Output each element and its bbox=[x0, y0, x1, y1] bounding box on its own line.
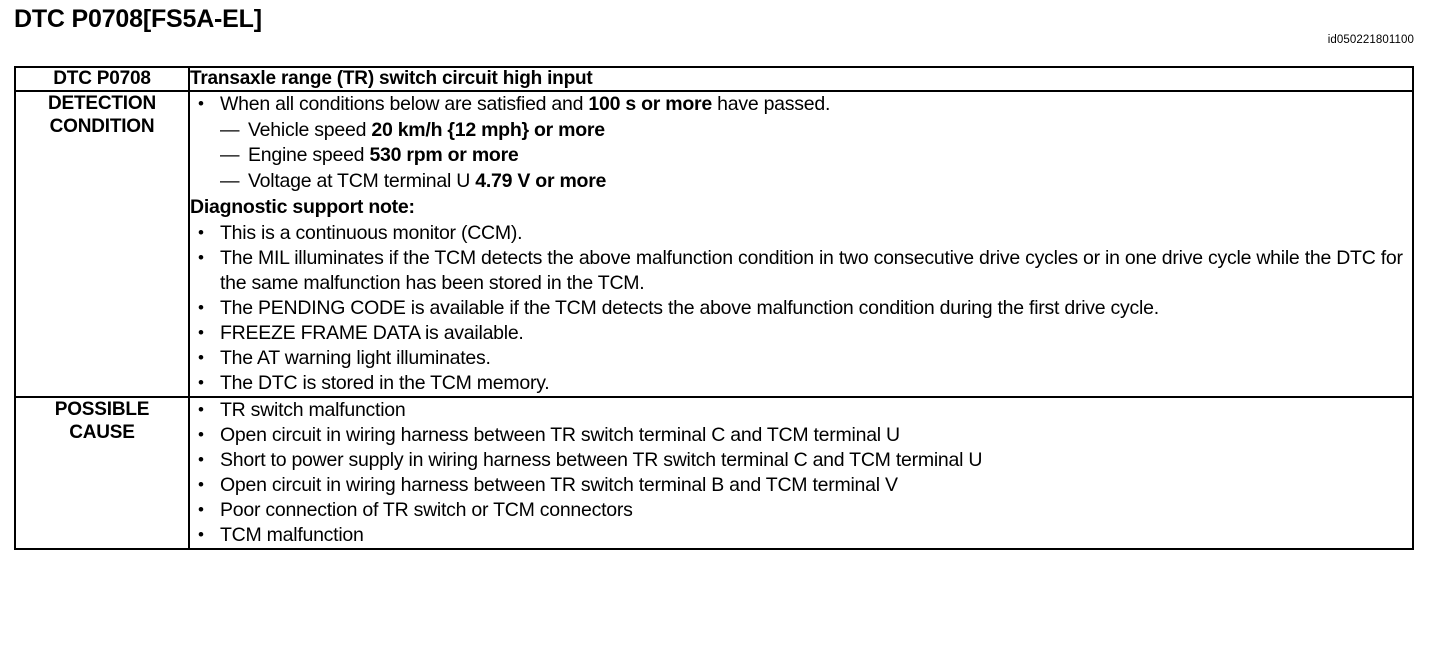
subcondition-value-0: 20 km/h {12 mph} or more bbox=[371, 118, 605, 141]
possible-cause-list: TR switch malfunction Open circuit in wi… bbox=[190, 397, 1412, 548]
detection-subconditions-wrap: Vehicle speed 20 km/h {12 mph} or more E… bbox=[190, 118, 1412, 195]
cause-bullet-short-to-power-c-u: Short to power supply in wiring harness … bbox=[190, 447, 1412, 473]
detection-condition-label-line2: CONDITION bbox=[49, 116, 155, 137]
subcondition-label-1: Engine speed bbox=[248, 144, 370, 166]
note-bullet-dtc-stored: The DTC is stored in the TCM memory. bbox=[190, 370, 1412, 396]
possible-cause-label: POSSIBLE CAUSE bbox=[14, 396, 190, 550]
subcondition-engine-speed: Engine speed 530 rpm or more bbox=[212, 143, 1412, 169]
possible-cause-row: POSSIBLE CAUSE TR switch malfunction Ope… bbox=[14, 396, 1414, 550]
detection-condition-content: When all conditions below are satisfied … bbox=[188, 90, 1414, 398]
intro-text-after: have passed. bbox=[711, 93, 831, 115]
subcondition-tcm-voltage: Voltage at TCM terminal U 4.79 V or more bbox=[212, 169, 1412, 195]
possible-cause-content: TR switch malfunction Open circuit in wi… bbox=[188, 396, 1414, 550]
cause-bullet-open-circuit-c-u: Open circuit in wiring harness between T… bbox=[190, 422, 1412, 448]
page-title: DTC P0708[FS5A-EL] bbox=[14, 5, 262, 33]
possible-cause-label-line2: CAUSE bbox=[69, 422, 135, 443]
document-id: id050221801100 bbox=[1327, 34, 1414, 46]
subcondition-value-2: 4.79 V or more bbox=[475, 169, 607, 192]
cause-bullet-tr-switch-malfunction: TR switch malfunction bbox=[190, 397, 1412, 423]
cause-bullet-tcm-malfunction: TCM malfunction bbox=[190, 522, 1412, 548]
cause-bullet-poor-connection: Poor connection of TR switch or TCM conn… bbox=[190, 497, 1412, 523]
cause-bullet-open-circuit-b-v: Open circuit in wiring harness between T… bbox=[190, 472, 1412, 498]
note-bullet-ccm: This is a continuous monitor (CCM). bbox=[190, 220, 1412, 246]
detection-intro-list: When all conditions below are satisfied … bbox=[190, 91, 1412, 118]
note-bullet-pending-code: The PENDING CODE is available if the TCM… bbox=[190, 295, 1412, 321]
table-header-row: DTC P0708 Transaxle range (TR) switch ci… bbox=[14, 66, 1414, 92]
detection-condition-label: DETECTION CONDITION bbox=[14, 90, 190, 398]
diagnostic-support-note-heading: Diagnostic support note: bbox=[190, 196, 415, 218]
dtc-code-cell: DTC P0708 bbox=[14, 66, 190, 92]
dtc-description-cell: Transaxle range (TR) switch circuit high… bbox=[188, 66, 1414, 92]
dtc-info-table: DTC P0708 Transaxle range (TR) switch ci… bbox=[14, 66, 1414, 550]
diagnostic-support-note-list: This is a continuous monitor (CCM). The … bbox=[190, 220, 1412, 396]
subcondition-vehicle-speed: Vehicle speed 20 km/h {12 mph} or more bbox=[212, 118, 1412, 144]
detection-condition-row: DETECTION CONDITION When all conditions … bbox=[14, 90, 1414, 398]
intro-text-bold: 100 s or more bbox=[588, 93, 712, 115]
subcondition-label-2: Voltage at TCM terminal U bbox=[248, 169, 476, 192]
subcondition-label-0: Vehicle speed bbox=[248, 118, 372, 141]
detection-subcondition-list: Vehicle speed 20 km/h {12 mph} or more E… bbox=[212, 118, 1412, 195]
page-header: DTC P0708[FS5A-EL] id050221801100 bbox=[14, 4, 1414, 56]
subcondition-value-1: 530 rpm or more bbox=[369, 144, 519, 166]
detection-intro-bullet: When all conditions below are satisfied … bbox=[190, 91, 1412, 118]
note-bullet-at-warning-light: The AT warning light illuminates. bbox=[190, 345, 1412, 371]
possible-cause-label-line1: POSSIBLE bbox=[54, 399, 150, 420]
intro-text-before: When all conditions below are satisfied … bbox=[220, 93, 589, 115]
detection-condition-label-line1: DETECTION bbox=[48, 93, 156, 114]
note-bullet-freeze-frame: FREEZE FRAME DATA is available. bbox=[190, 320, 1412, 346]
note-bullet-mil: The MIL illuminates if the TCM detects t… bbox=[190, 245, 1412, 296]
